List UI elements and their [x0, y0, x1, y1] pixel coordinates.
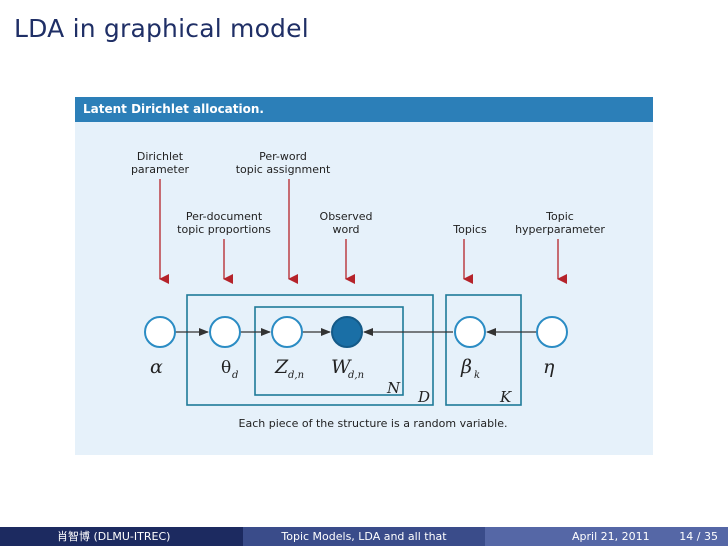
symbol-beta: β: [460, 356, 472, 378]
symbol-z-sub: d,n: [288, 370, 304, 381]
plate-topics: [445, 294, 522, 406]
label-topics: Topics: [452, 223, 487, 236]
footer-talk-title: Topic Models, LDA and all that: [243, 527, 485, 546]
label-per-word-line2: topic assignment: [236, 163, 331, 176]
figure-header-text: Latent Dirichlet allocation.: [83, 102, 264, 116]
node-beta: [454, 316, 486, 348]
lda-figure: Latent Dirichlet allocation. Dirichlet p…: [75, 97, 653, 455]
symbol-beta-sub: k: [474, 370, 480, 381]
symbol-theta-sub: d: [232, 370, 238, 381]
node-w-observed: [331, 316, 363, 348]
label-dirichlet-parameter-line2: parameter: [131, 163, 190, 176]
footer-date: April 21, 2011: [572, 530, 650, 543]
plate-label-k: K: [499, 388, 512, 406]
symbol-alpha: α: [150, 356, 163, 378]
figure-caption: Each piece of the structure is a random …: [239, 417, 508, 430]
plate-documents: [186, 294, 434, 406]
symbol-eta: η: [543, 356, 555, 378]
label-observed-line1: Observed: [320, 210, 373, 223]
plate-words: [254, 306, 404, 396]
plate-label-d: D: [417, 388, 430, 406]
symbol-w-sub: d,n: [348, 370, 364, 381]
footer-right: April 21, 2011 14 / 35: [485, 527, 728, 546]
label-dirichlet-parameter-line1: Dirichlet: [137, 150, 184, 163]
lda-plate-diagram: Dirichlet parameter Per-word topic assig…: [131, 150, 605, 430]
slide-title: LDA in graphical model: [14, 14, 309, 43]
symbol-theta: θ: [221, 358, 231, 378]
footer-bar: 肖智博 (DLMU-ITREC) Topic Models, LDA and a…: [0, 527, 728, 546]
footer-page-number: 14 / 35: [679, 530, 718, 543]
symbol-z: Z: [274, 356, 289, 378]
label-topic-hyperparameter-line2: hyperparameter: [515, 223, 605, 236]
label-observed-line2: word: [332, 223, 359, 236]
plate-label-n: N: [386, 379, 401, 397]
node-eta: [536, 316, 568, 348]
label-per-document-line2: topic proportions: [177, 223, 271, 236]
footer-author: 肖智博 (DLMU-ITREC): [0, 527, 243, 546]
node-theta: [209, 316, 241, 348]
label-topic-hyperparameter-line1: Topic: [545, 210, 574, 223]
symbol-w: W: [331, 356, 352, 378]
node-z: [271, 316, 303, 348]
label-per-document-line1: Per-document: [186, 210, 263, 223]
label-per-word-line1: Per-word: [259, 150, 307, 163]
figure-header: Latent Dirichlet allocation.: [75, 97, 653, 122]
node-alpha: [144, 316, 176, 348]
